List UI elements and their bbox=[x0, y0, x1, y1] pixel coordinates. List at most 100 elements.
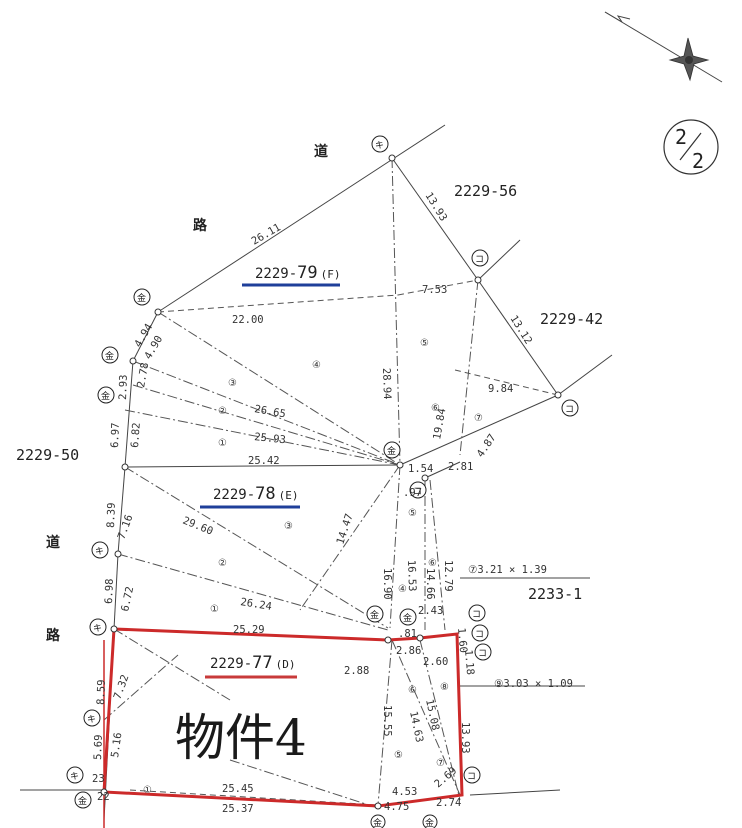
marker-kin-icon: 金 bbox=[370, 814, 386, 828]
neighbor-2229-56: 2229-56 bbox=[454, 182, 517, 200]
svg-text:⑥: ⑥ bbox=[431, 403, 440, 414]
svg-text:金: 金 bbox=[101, 390, 110, 402]
svg-text:14.63: 14.63 bbox=[407, 710, 425, 743]
svg-text:1.54: 1.54 bbox=[408, 463, 433, 475]
svg-text:⑤: ⑤ bbox=[408, 508, 417, 519]
marker-kin-icon: 金 bbox=[74, 791, 92, 809]
marker-ki-icon: キ bbox=[66, 766, 84, 784]
svg-text:金: 金 bbox=[387, 445, 396, 457]
svg-text:コ: コ bbox=[478, 649, 487, 659]
svg-text:金: 金 bbox=[403, 612, 412, 624]
svg-text:16.53: 16.53 bbox=[405, 560, 418, 592]
svg-text:14.66: 14.66 bbox=[424, 568, 436, 600]
page-indicator: 2 2 bbox=[663, 119, 719, 175]
svg-text:金: 金 bbox=[425, 817, 434, 828]
svg-text:6.98: 6.98 bbox=[103, 578, 116, 604]
svg-text:コ: コ bbox=[413, 487, 422, 497]
svg-text:26.11: 26.11 bbox=[250, 221, 283, 247]
svg-text:2.81: 2.81 bbox=[448, 461, 473, 473]
svg-text:4.87: 4.87 bbox=[475, 432, 499, 460]
survey-markers: キ コ コ 金 金 金 金 コ キ キ 金 金 コ コ コ キ キ 金 コ 金 … bbox=[66, 135, 579, 828]
svg-text:.97: .97 bbox=[403, 487, 422, 499]
svg-text:金: 金 bbox=[370, 609, 379, 621]
lot-label-79: 2229-79(F) bbox=[242, 263, 341, 287]
svg-text:6.72: 6.72 bbox=[119, 585, 136, 612]
svg-text:2.60: 2.60 bbox=[423, 656, 448, 668]
svg-text:2229-78(E): 2229-78(E) bbox=[213, 484, 299, 504]
svg-text:25.42: 25.42 bbox=[248, 455, 280, 467]
svg-text:26.65: 26.65 bbox=[253, 403, 286, 420]
marker-ki-icon: キ bbox=[89, 618, 107, 636]
svg-text:キ: キ bbox=[95, 547, 104, 557]
svg-text:1.60: 1.60 bbox=[455, 627, 469, 653]
marker-ko-icon: コ bbox=[471, 624, 489, 642]
svg-text:15.55: 15.55 bbox=[381, 705, 393, 737]
svg-text:コ: コ bbox=[475, 255, 484, 265]
svg-text:①: ① bbox=[210, 604, 219, 615]
svg-text:2.86: 2.86 bbox=[396, 645, 421, 657]
svg-text:②: ② bbox=[218, 558, 227, 569]
road-label-4: 路 bbox=[46, 627, 61, 644]
svg-text:12.79: 12.79 bbox=[442, 560, 454, 592]
marker-kin-icon: 金 bbox=[101, 346, 119, 364]
svg-text:2.88: 2.88 bbox=[344, 665, 369, 677]
marker-ko-icon: コ bbox=[471, 249, 489, 267]
lot-label-78: 2229-78(E) bbox=[200, 484, 300, 509]
road-label-1: 道 bbox=[314, 143, 328, 160]
property-label: 物件4 bbox=[175, 709, 307, 767]
svg-text:13.93: 13.93 bbox=[459, 722, 471, 754]
svg-text:25.29: 25.29 bbox=[233, 624, 265, 636]
svg-text:⑧: ⑧ bbox=[440, 682, 449, 693]
svg-text:2.78: 2.78 bbox=[135, 362, 151, 389]
annotation-notes: ⑦3.21 × 1.39 ⑨3.03 × 1.09 bbox=[468, 564, 573, 690]
marker-kin-icon: 金 bbox=[399, 608, 417, 626]
svg-text:4.75: 4.75 bbox=[384, 801, 409, 813]
svg-text:5.69: 5.69 bbox=[92, 734, 105, 760]
road-label-2: 路 bbox=[193, 217, 208, 234]
svg-text:6.82: 6.82 bbox=[129, 422, 143, 448]
svg-text:金: 金 bbox=[373, 817, 382, 828]
svg-text:14.47: 14.47 bbox=[334, 512, 355, 546]
vertices bbox=[100, 154, 562, 810]
svg-text:28.94: 28.94 bbox=[380, 368, 393, 400]
marker-kin-icon: 金 bbox=[383, 441, 401, 459]
svg-text:④: ④ bbox=[398, 584, 407, 595]
svg-text:16.90: 16.90 bbox=[381, 568, 393, 600]
marker-kin-icon: 金 bbox=[133, 288, 151, 306]
svg-text:6.97: 6.97 bbox=[109, 422, 122, 448]
svg-text:.81: .81 bbox=[398, 628, 417, 640]
marker-ko-icon: コ bbox=[561, 399, 579, 417]
svg-text:2229-77(D): 2229-77(D) bbox=[210, 653, 296, 673]
marker-ki-icon: キ bbox=[83, 709, 101, 727]
svg-text:⑤: ⑤ bbox=[394, 750, 403, 761]
svg-text:8.59: 8.59 bbox=[95, 679, 108, 705]
marker-kin-icon: 金 bbox=[422, 814, 438, 828]
svg-text:③: ③ bbox=[228, 378, 237, 389]
svg-text:25.37: 25.37 bbox=[222, 803, 254, 815]
boundary-lines bbox=[20, 124, 613, 821]
page-number: 2 bbox=[675, 125, 687, 149]
svg-text:22.00: 22.00 bbox=[232, 314, 264, 326]
svg-text:③: ③ bbox=[284, 521, 293, 532]
svg-text:金: 金 bbox=[78, 795, 87, 807]
svg-text:コ: コ bbox=[472, 610, 481, 620]
svg-text:22: 22 bbox=[97, 791, 110, 803]
svg-text:金: 金 bbox=[105, 350, 114, 362]
svg-text:7.32: 7.32 bbox=[112, 673, 132, 701]
neighbor-2229-42: 2229-42 bbox=[540, 310, 603, 328]
svg-text:26.24: 26.24 bbox=[240, 596, 273, 613]
svg-text:7.16: 7.16 bbox=[116, 513, 136, 541]
neighbor-2229-50: 2229-50 bbox=[16, 446, 79, 464]
svg-text:コ: コ bbox=[467, 772, 476, 782]
svg-text:②: ② bbox=[218, 406, 227, 417]
svg-text:金: 金 bbox=[137, 292, 146, 304]
svg-text:⑥: ⑥ bbox=[408, 685, 417, 696]
road-label-3: 道 bbox=[46, 534, 60, 551]
svg-text:キ: キ bbox=[70, 772, 79, 782]
marker-ki-icon: キ bbox=[91, 541, 109, 559]
svg-text:4.53: 4.53 bbox=[392, 786, 417, 798]
svg-text:キ: キ bbox=[93, 624, 102, 634]
svg-text:キ: キ bbox=[375, 141, 384, 151]
svg-text:2229-79(F): 2229-79(F) bbox=[255, 263, 341, 283]
